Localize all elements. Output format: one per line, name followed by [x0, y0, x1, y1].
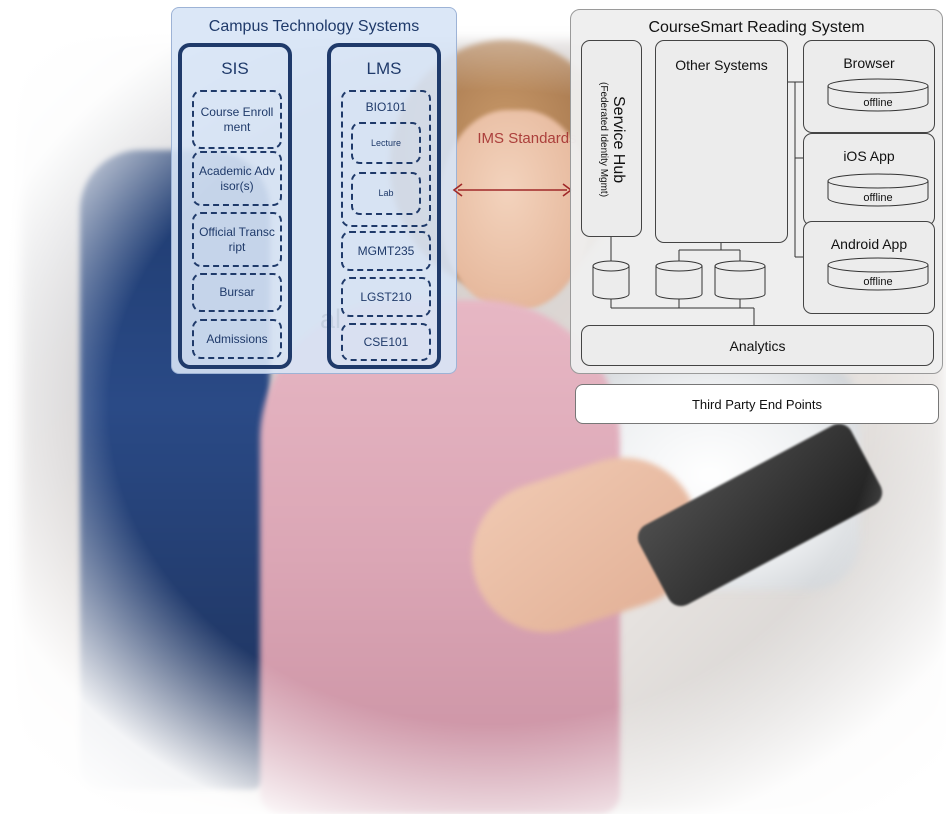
sis-item-official-transcript: Official Transcript: [192, 212, 282, 267]
lms-column: LMS BIO101 Lecture Lab MGMT235 LGST210 C…: [327, 43, 441, 369]
campus-panel-title: Campus Technology Systems: [208, 18, 420, 35]
coursesmart-title: CourseSmart Reading System: [648, 19, 865, 36]
service-hub-label: Service Hub: [610, 95, 627, 184]
sis-title: SIS: [221, 59, 249, 78]
other-database-icon-1: [655, 260, 703, 300]
third-party-endpoints-box: Third Party End Points: [575, 384, 939, 424]
lms-sub-lab: Lab: [351, 172, 421, 215]
lms-course-lgst210: LGST210: [341, 277, 431, 317]
sis-item-admissions: Admissions: [192, 319, 282, 359]
android-offline-storage-icon: offline: [827, 257, 929, 291]
client-browser-label: Browser: [843, 55, 895, 71]
client-android-label: Android App: [830, 236, 908, 252]
other-systems-box: Other Systems: [655, 40, 788, 243]
other-systems-label: Other Systems: [675, 57, 768, 73]
client-browser-box: Browser offline: [803, 40, 935, 133]
ims-double-arrow: [452, 183, 573, 197]
client-android-box: Android App offline: [803, 221, 935, 314]
client-ios-box: iOS App offline: [803, 133, 935, 226]
android-offline-text: offline: [863, 276, 892, 288]
ims-standards-label: IMS Standards: [477, 130, 577, 147]
sis-item-bursar: Bursar: [192, 273, 282, 312]
lms-title: LMS: [366, 59, 402, 78]
service-hub-box: Service Hub (Federated Identity Mgmt): [581, 40, 642, 237]
browser-offline-text: offline: [863, 97, 892, 109]
ios-offline-text: offline: [863, 192, 892, 204]
lms-course-cse101: CSE101: [341, 323, 431, 361]
client-ios-label: iOS App: [843, 148, 895, 164]
sis-item-academic-advisors: Academic Advisor(s): [192, 151, 282, 206]
lms-sub-lecture: Lecture: [351, 122, 421, 164]
other-database-icon-2: [714, 260, 766, 300]
lms-course-mgmt235: MGMT235: [341, 231, 431, 271]
campus-technology-panel: Campus Technology Systems SIS Course Enr…: [171, 7, 457, 374]
coursesmart-connectors: [592, 81, 803, 325]
analytics-box: Analytics: [581, 325, 934, 366]
lms-course-bio101-label: BIO101: [365, 100, 407, 114]
coursesmart-panel: CourseSmart Reading System: [570, 9, 943, 374]
hub-database-icon: [592, 260, 630, 300]
ios-offline-storage-icon: offline: [827, 173, 929, 207]
browser-offline-storage-icon: offline: [827, 78, 929, 112]
lms-course-bio101: BIO101 Lecture Lab: [341, 90, 431, 227]
sis-item-course-enrollment: Course Enrollment: [192, 90, 282, 149]
service-hub-sublabel: (Federated Identity Mgmt): [598, 81, 609, 198]
sis-column: SIS Course Enrollment Academic Advisor(s…: [178, 43, 292, 369]
